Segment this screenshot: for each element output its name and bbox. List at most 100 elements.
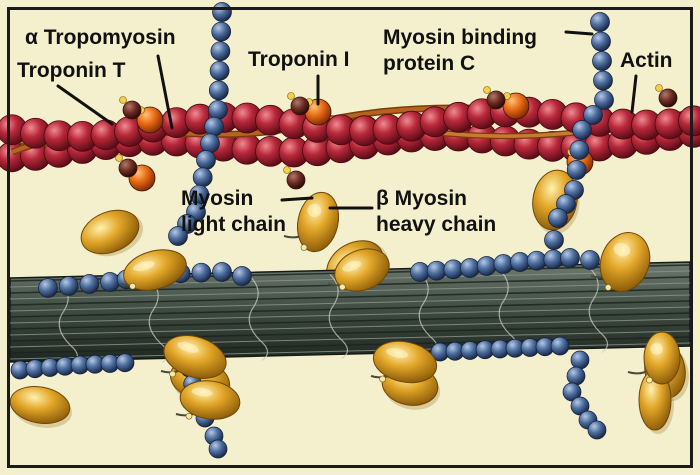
myosin-heads-front xyxy=(120,191,681,420)
label-troponin-t: Troponin T xyxy=(17,59,126,82)
myosin-head xyxy=(120,249,187,291)
troponin xyxy=(287,92,310,116)
mybpc-chain-right xyxy=(544,12,614,250)
troponin-t-dot xyxy=(119,96,127,104)
myosin-head xyxy=(638,369,674,434)
myosin-light-chain-dot xyxy=(169,370,176,378)
mybpc-bead xyxy=(208,80,229,101)
thick-filament-strand xyxy=(9,300,691,318)
mybpc-chain-lower-left xyxy=(10,353,135,380)
mybpc-bead xyxy=(204,116,224,137)
label-myosin-light-chain-line1: Myosin xyxy=(181,187,254,210)
troponin xyxy=(115,154,138,178)
thick-filament-coil xyxy=(588,267,609,353)
mybpc-bead xyxy=(493,254,514,274)
mybpc-bead xyxy=(211,21,232,42)
myosin-head xyxy=(9,386,72,428)
mybpc-chain-lower-right xyxy=(430,336,607,440)
mybpc-bead xyxy=(58,276,79,296)
troponin-t-dot xyxy=(283,166,291,174)
mybpc-bead xyxy=(200,133,220,154)
mybpc-bead xyxy=(543,249,564,270)
myosin-light-chain-dot xyxy=(339,283,346,291)
myosin-head-body xyxy=(80,209,140,255)
mybpc-bead xyxy=(100,272,120,292)
myosin-head-highlight xyxy=(133,261,155,272)
mybpc-bead xyxy=(550,336,570,356)
myosin-head-body xyxy=(599,232,651,292)
troponin-c-bead xyxy=(122,100,142,120)
myosin-head-highlight xyxy=(650,343,663,355)
mybpc-bead xyxy=(569,140,590,160)
troponin-t-dot xyxy=(287,92,295,100)
troponin xyxy=(283,166,306,190)
troponin-c-bead xyxy=(658,88,678,108)
myosin-head-body xyxy=(296,191,340,253)
mybpc-bead xyxy=(196,150,216,170)
leader-lines xyxy=(56,30,638,210)
troponin-i-bead xyxy=(136,106,164,134)
myosin-light-chain-dot xyxy=(129,282,136,290)
troponin-c-bead xyxy=(286,170,306,190)
mybpc-bead xyxy=(544,230,564,250)
troponin-c-bead xyxy=(486,90,506,110)
mybpc-bead xyxy=(208,439,228,459)
myosin-head xyxy=(370,340,438,384)
frame-border xyxy=(7,7,693,468)
myosin-light-chain-dot xyxy=(185,412,193,420)
label-actin: Actin xyxy=(620,49,673,72)
myosin-light-chain-dot xyxy=(300,244,308,251)
mybpc-bead xyxy=(212,2,232,22)
label-beta-myosin-heavy-chain-line2: heavy chain xyxy=(376,213,497,236)
leader-myosin-binding-protein-c xyxy=(564,30,594,36)
troponin xyxy=(655,84,678,108)
myosin-head xyxy=(80,209,144,257)
mybpc-bead xyxy=(510,252,530,272)
myosin-head xyxy=(627,331,681,385)
mybpc-bead xyxy=(591,31,611,52)
label-myosin-light-chain-line2: light chain xyxy=(181,213,286,236)
mybpc-bead xyxy=(566,366,586,386)
mybpc-bead xyxy=(592,51,612,71)
mybpc-chain-mid-right xyxy=(410,248,600,282)
actin-bead xyxy=(678,105,700,137)
troponin-c-bead xyxy=(290,96,310,116)
myosin-head xyxy=(160,335,227,379)
troponin-c-bead xyxy=(118,158,138,178)
mybpc-bead xyxy=(191,262,212,283)
mybpc-bead xyxy=(548,208,568,228)
myosin-head-body xyxy=(123,249,187,291)
leader-myosin-light-chain xyxy=(280,196,314,202)
mybpc-bead xyxy=(580,250,600,270)
myosin-head xyxy=(327,248,390,292)
mybpc-bead xyxy=(115,353,135,373)
mybpc-bead xyxy=(566,160,587,180)
mybpc-bead xyxy=(79,274,100,294)
label-myosin-binding-protein-c-line1: Myosin binding xyxy=(383,26,537,49)
myosin-head-highlight xyxy=(191,387,213,397)
myosin-head xyxy=(590,232,651,292)
leader-troponin-t xyxy=(56,84,114,126)
thick-filament-strand xyxy=(9,294,691,312)
myosin-head xyxy=(175,380,241,420)
mybpc-bead xyxy=(593,70,613,91)
thick-filament-strand xyxy=(9,324,691,342)
thick-filament-coil xyxy=(328,274,349,359)
label-troponin-i: Troponin I xyxy=(248,48,350,71)
troponin xyxy=(119,96,142,120)
myosin-light-chain-dot xyxy=(604,284,612,291)
thick-filament-strand xyxy=(9,288,691,306)
mybpc-bead xyxy=(526,250,547,271)
mybpc-bead xyxy=(562,382,582,402)
mybpc-bead xyxy=(572,120,592,140)
troponin xyxy=(502,92,530,120)
mybpc-bead xyxy=(560,248,580,268)
leader-actin xyxy=(630,74,638,114)
mybpc-bead xyxy=(208,100,228,120)
troponin-t-dot xyxy=(655,84,663,92)
mybpc-bead xyxy=(590,12,610,32)
myosin-head-highlight xyxy=(177,341,199,353)
mybpc-bead xyxy=(583,105,603,125)
